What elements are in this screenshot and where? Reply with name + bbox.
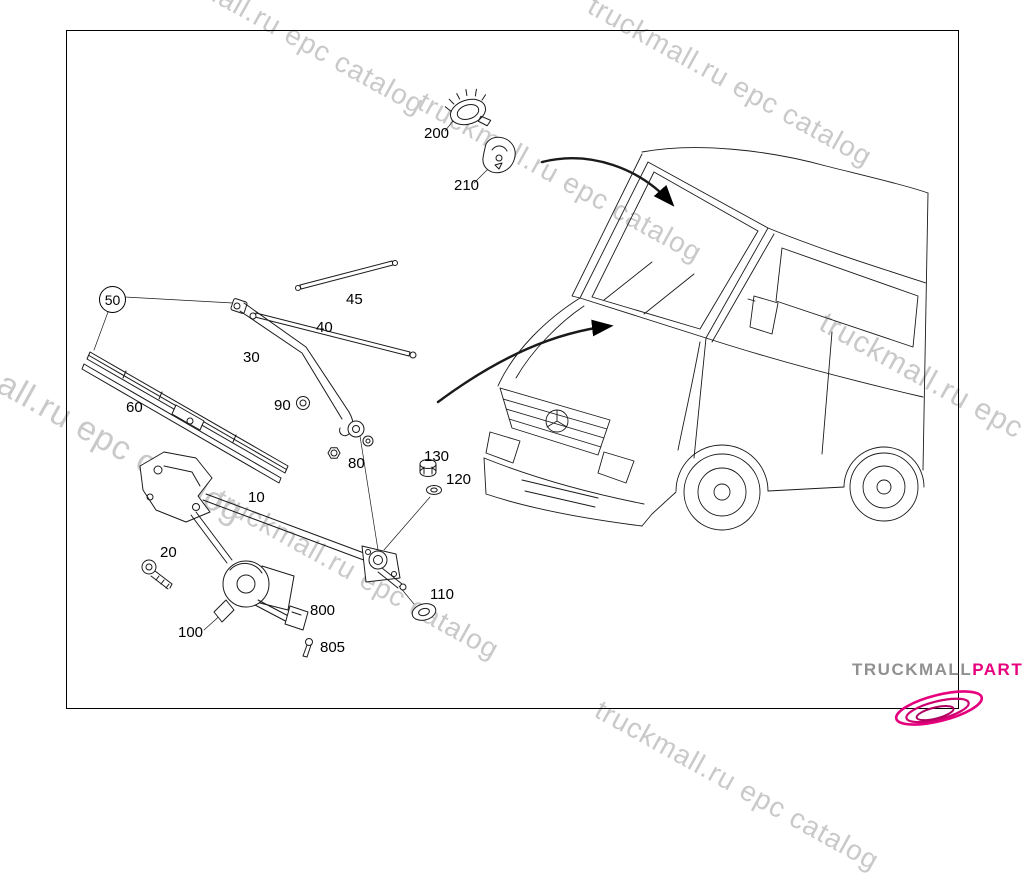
wiper-motor-drawing <box>213 560 303 628</box>
truckmall-logo: TRUCKMALLPARTS <box>852 660 1024 726</box>
arrow-to-windshield-top <box>540 157 675 207</box>
pin-805-drawing <box>302 638 313 658</box>
wiper-linkage-drawing <box>139 451 407 591</box>
hex-nut-80-drawing <box>327 447 341 459</box>
part-callout-800: 800 <box>310 602 336 619</box>
link-rod-45-drawing <box>295 260 398 291</box>
arrow-to-cowl <box>436 319 614 404</box>
wiper-system-exploded-diagram <box>81 88 929 658</box>
part-callout-200: 200 <box>424 125 450 142</box>
screw-20-drawing <box>141 559 173 590</box>
part-callout-130: 130 <box>424 448 450 465</box>
part-callout-10: 10 <box>248 489 265 506</box>
part-callout-210: 210 <box>454 177 480 194</box>
part-callout-20: 20 <box>160 544 177 561</box>
pointer-arrows <box>436 157 675 404</box>
part-callout-100: 100 <box>178 624 204 641</box>
drive-rod-40-drawing <box>249 312 417 359</box>
logo-brand-text: TRUCKMALL <box>852 660 973 679</box>
logo-swirl-icon <box>894 690 984 726</box>
part-callout-805: 805 <box>320 639 346 656</box>
van-drawing <box>483 147 929 531</box>
flanged-nut-130-drawing <box>419 459 437 477</box>
wiper-blade-drawing <box>81 351 289 484</box>
part-callout-110: 110 <box>430 586 454 603</box>
logo-suffix-text: PARTS <box>972 660 1024 679</box>
clip-800-drawing <box>284 605 309 631</box>
grommet-110-drawing <box>411 603 437 621</box>
part-callout-50-circled: 50 <box>99 286 126 313</box>
part-callout-30: 30 <box>243 349 260 366</box>
washer-120-drawing <box>426 485 442 495</box>
part-callout-40: 40 <box>316 319 333 336</box>
nozzle-cover-drawing <box>482 136 516 174</box>
washer-cap-drawing <box>444 88 492 127</box>
part-callout-45: 45 <box>346 291 363 308</box>
part-callout-120: 120 <box>446 471 472 488</box>
diagram-border-frame <box>66 30 959 709</box>
leader-lines <box>93 120 489 631</box>
part-callout-90: 90 <box>274 397 291 414</box>
truckmall-logo-text: TRUCKMALLPARTS <box>852 660 1024 680</box>
pivot-grommet-drawing <box>296 396 310 410</box>
part-callout-80: 80 <box>348 455 365 472</box>
part-callout-60: 60 <box>126 399 143 416</box>
wiper-arm-drawing <box>230 298 374 447</box>
